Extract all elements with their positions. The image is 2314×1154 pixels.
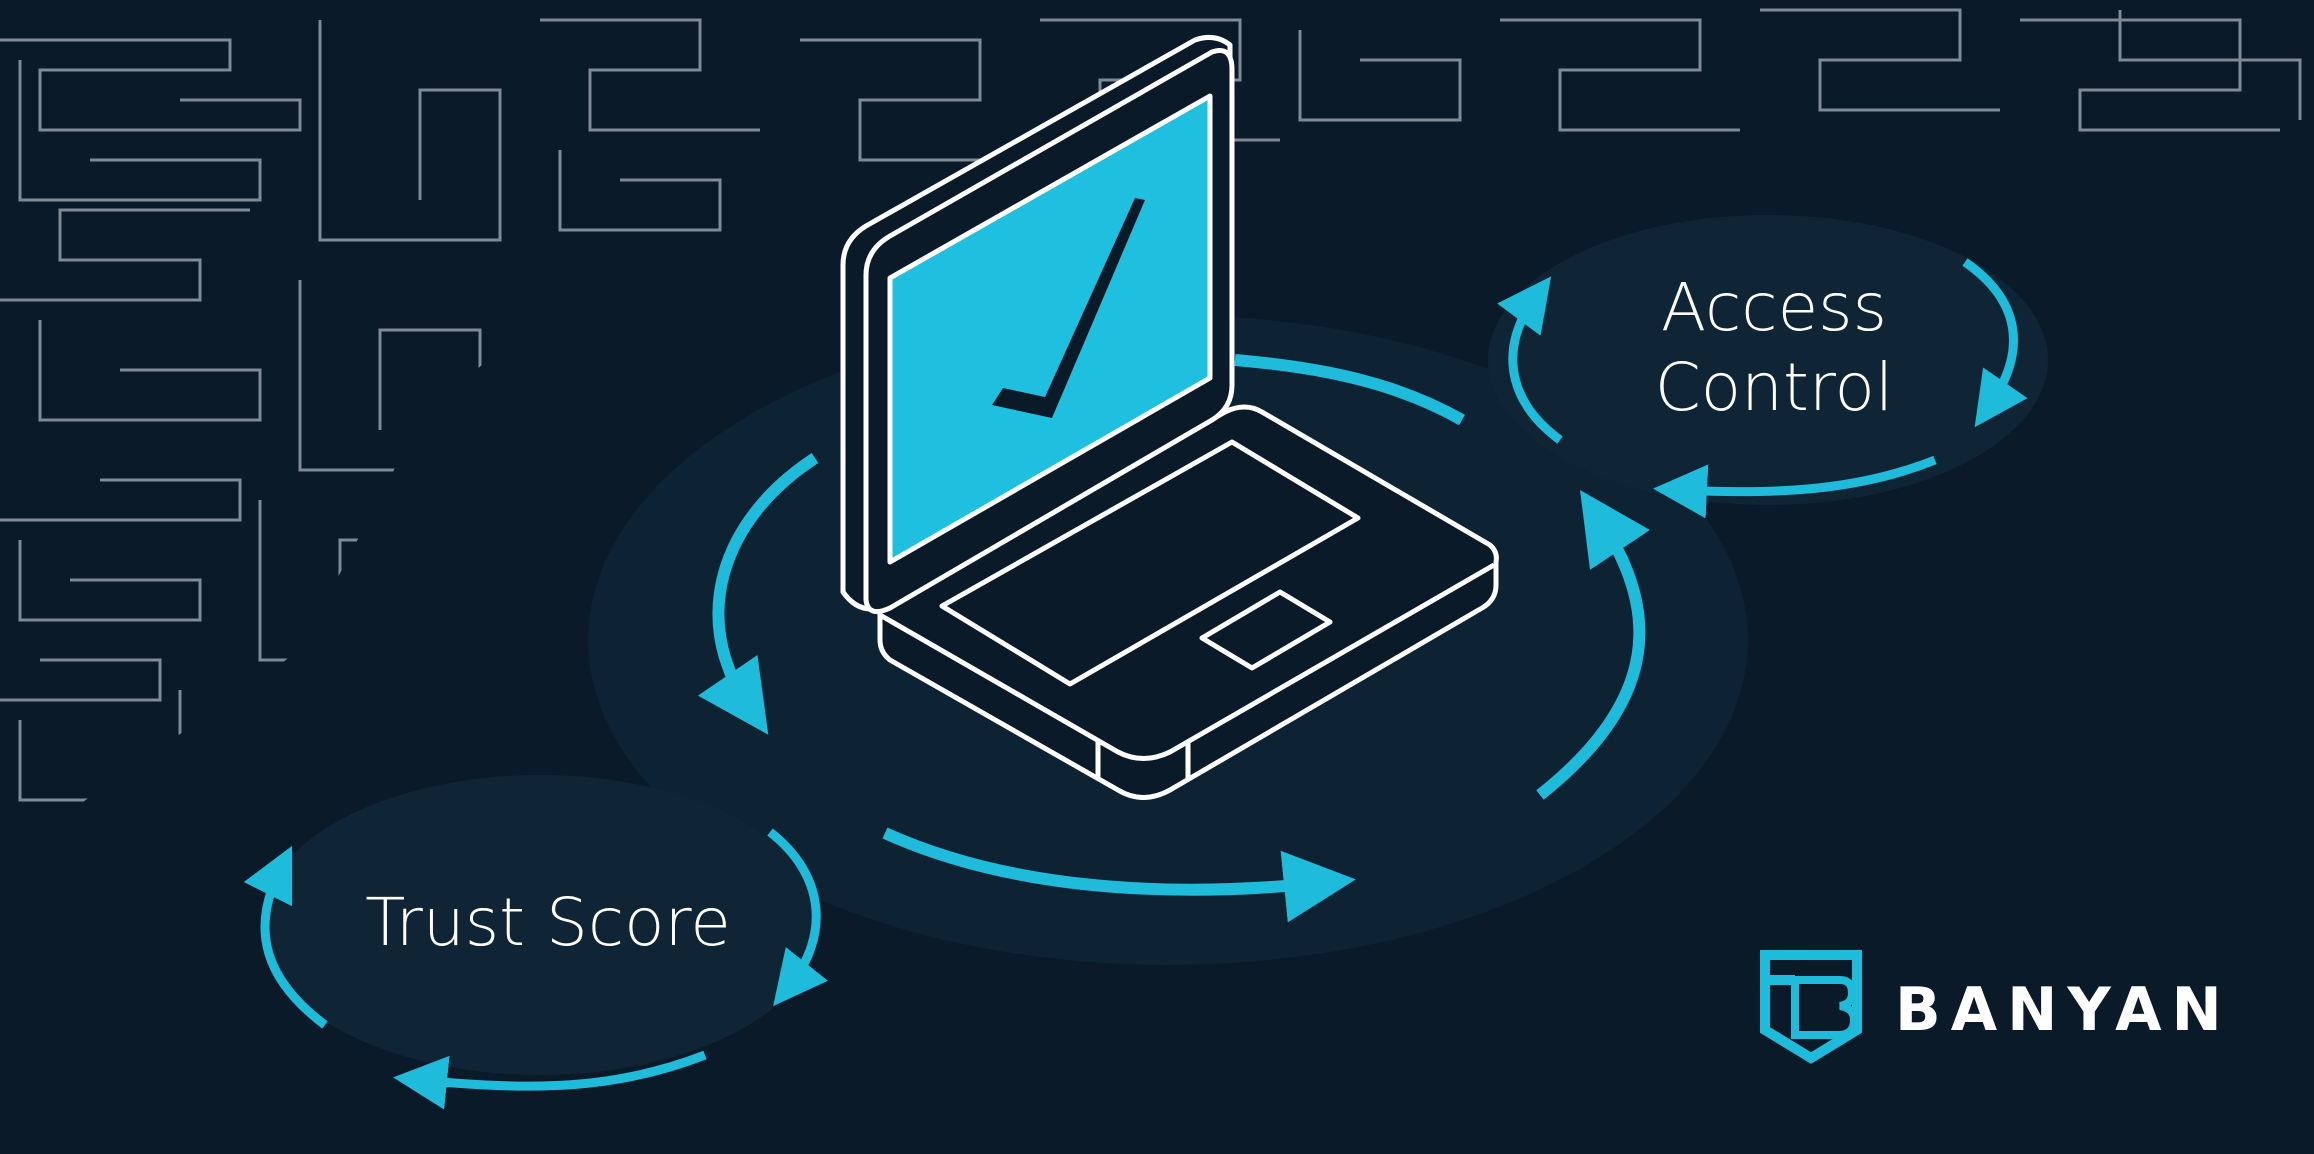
ts-arrow-bottom bbox=[393, 1050, 707, 1110]
brand-name: BANYAN bbox=[1895, 975, 2232, 1045]
main-arrow-bottom bbox=[882, 827, 1356, 923]
laptop-base-notch bbox=[1095, 742, 1191, 780]
trust-score-label: Trust Score bbox=[365, 884, 731, 961]
laptop-keyboard bbox=[939, 439, 1361, 687]
ac-arrow-right bbox=[1962, 258, 2028, 428]
ts-arrow-right bbox=[767, 828, 828, 1007]
main-arrow-top bbox=[1234, 354, 1465, 426]
ts-arrow-left bbox=[243, 845, 328, 1029]
main-arrow-right bbox=[1536, 490, 1650, 800]
laptop-icon bbox=[840, 34, 1499, 800]
main-cycle-arrows bbox=[697, 354, 1650, 923]
ac-arrow-left bbox=[1497, 276, 1563, 444]
main-arrow-left bbox=[697, 452, 819, 735]
laptop-touchpad bbox=[1199, 589, 1333, 671]
trust-score-ellipse bbox=[260, 775, 820, 1075]
laptop-base-edge bbox=[878, 562, 1496, 761]
access-control-label-line2: Control bbox=[1655, 349, 1894, 426]
access-control-ellipse bbox=[1488, 215, 2048, 505]
banyan-shield-b-icon bbox=[1760, 950, 1862, 1064]
checkmark-icon bbox=[992, 198, 1145, 418]
access-control-label: Access bbox=[1661, 269, 1887, 346]
ac-arrow-bottom bbox=[1653, 455, 1937, 519]
trust-score-cycle-arrows bbox=[243, 828, 828, 1110]
brand-logo: BANYAN bbox=[1760, 950, 2232, 1064]
access-control-cycle-arrows bbox=[1497, 258, 2028, 519]
